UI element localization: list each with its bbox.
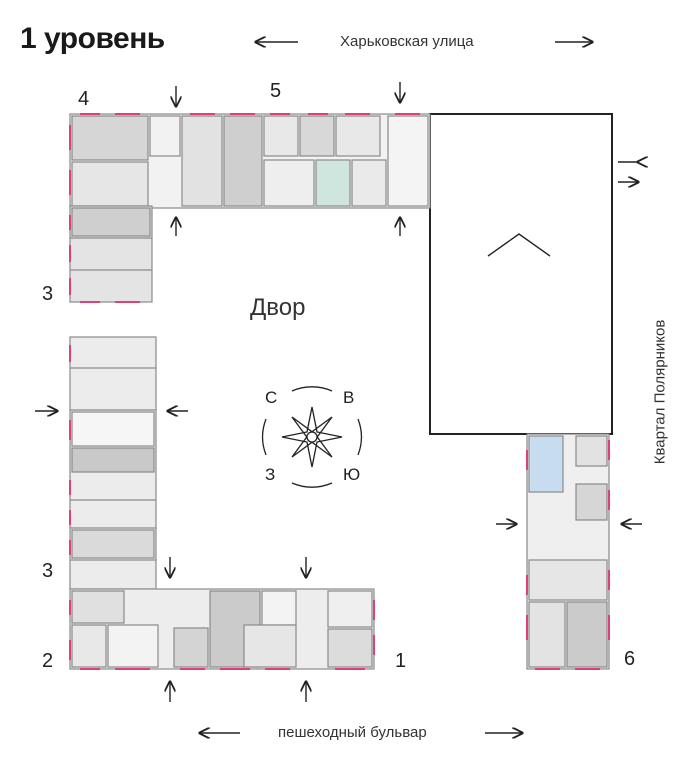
parking-block bbox=[429, 113, 613, 435]
compass-north: С bbox=[265, 388, 278, 407]
building-left-wing bbox=[69, 336, 157, 590]
section-number-6: 6 bbox=[624, 648, 636, 670]
building-bottom-wing bbox=[69, 588, 375, 670]
section-number-5: 5 bbox=[270, 80, 282, 102]
street-label-bottom: пешеходный бульвар bbox=[278, 724, 427, 741]
yard-label: Двор bbox=[250, 294, 306, 321]
street-arrows bbox=[200, 42, 592, 733]
parking-roof-icon bbox=[487, 233, 551, 257]
compass-rose-icon bbox=[262, 386, 362, 488]
building-top-wing bbox=[69, 113, 431, 209]
section-number-4: 4 bbox=[78, 88, 90, 110]
windows bbox=[69, 113, 610, 670]
building-section-4-vertical bbox=[69, 205, 153, 303]
page-title: 1 уровень bbox=[20, 22, 165, 55]
entrance-arrows bbox=[35, 82, 642, 702]
building-section-6 bbox=[526, 433, 610, 670]
compass-west: З bbox=[265, 465, 276, 484]
street-label-top: Харьковская улица bbox=[340, 33, 474, 50]
section-number-1: 1 bbox=[395, 650, 407, 672]
compass-south: Ю bbox=[343, 465, 361, 484]
compass-east: В bbox=[343, 388, 355, 407]
section-number-3a: 3 bbox=[42, 283, 54, 305]
section-number-3b: 3 bbox=[42, 560, 54, 582]
section-number-2: 2 bbox=[42, 650, 54, 672]
